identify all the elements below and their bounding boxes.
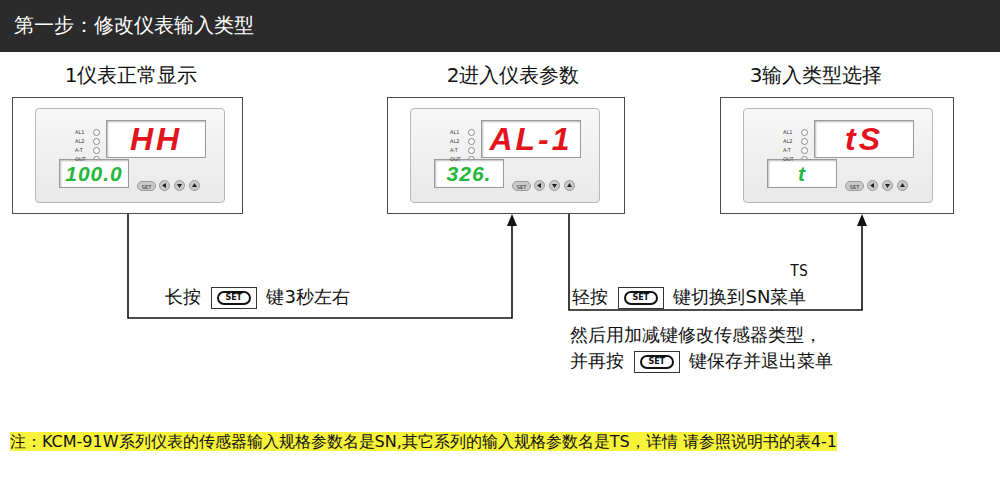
indicator-lamp	[93, 147, 100, 154]
indicator-lamp	[468, 129, 475, 136]
panel-heading: 2进入仪表参数	[447, 62, 580, 89]
indicator-label: A-T	[450, 147, 458, 153]
main-display: HH	[106, 120, 206, 158]
arrow-key	[564, 180, 575, 191]
sub-display: 100.0	[59, 159, 129, 188]
arrow-key	[549, 180, 560, 191]
display-reading: tS	[845, 121, 883, 158]
indicator-lamp	[801, 147, 808, 154]
indicator-label: AL1	[75, 129, 84, 135]
set-button: SET	[512, 181, 531, 191]
indicator-label: AL1	[450, 129, 459, 135]
arrow-key	[174, 180, 185, 191]
note-text: 注：KCM-91W系列仪表的传感器输入规格参数名是SN,其它系列的输入规格参数名…	[10, 430, 990, 454]
display-reading: AL-1	[489, 121, 572, 158]
arrow-key	[882, 180, 893, 191]
indicator-label: OUT	[75, 156, 86, 162]
set-button: SET	[845, 181, 864, 191]
sub-display: 326.	[434, 159, 504, 188]
arrow-key	[867, 180, 878, 191]
indicator-lamp	[801, 138, 808, 145]
indicator-label: A-T	[75, 147, 83, 153]
set-key-text: SET	[217, 291, 251, 305]
display-reading: 100.0	[65, 162, 123, 186]
indicator-label: AL1	[783, 129, 792, 135]
display-reading: t	[798, 162, 806, 186]
sub-display: t	[767, 159, 837, 188]
instruction-text: 然后用加减键修改传感器类型， 并再按 SET 键保存并退出菜单	[570, 322, 836, 374]
set-key-icon: SET	[211, 287, 257, 309]
flow-connector	[128, 214, 517, 318]
set-button: SET	[137, 181, 156, 191]
set-key-icon: SET	[634, 351, 680, 373]
panel-heading: 3输入类型选择	[750, 62, 883, 89]
set-key-text: SET	[640, 355, 674, 369]
arrow-key	[189, 180, 200, 191]
arrow-key	[534, 180, 545, 191]
instrument-panel: 3输入类型选择tStAL1AL2A-TOUTSET	[720, 97, 954, 214]
page-title: 第一步：修改仪表输入类型	[14, 12, 254, 39]
indicator-lamp	[468, 138, 475, 145]
edge-label: 长按 SET 键3秒左右	[165, 285, 350, 309]
indicator-lamp	[801, 129, 808, 136]
display-reading: 326.	[447, 162, 492, 186]
display-reading: HH	[130, 121, 182, 158]
indicator-label: AL2	[75, 138, 84, 144]
indicator-lamp	[468, 147, 475, 154]
indicator-label: AL2	[450, 138, 459, 144]
edge-label: 轻按 SET 键切换到SN菜单	[572, 285, 806, 309]
panel-heading: 1仪表正常显示	[65, 62, 198, 89]
indicator-label: OUT	[450, 156, 461, 162]
note-highlight: 注：KCM-91W系列仪表的传感器输入规格参数名是SN,其它系列的输入规格参数名…	[10, 432, 837, 451]
indicator-lamp	[93, 138, 100, 145]
main-display: tS	[814, 120, 914, 158]
menu-code: TS	[790, 262, 808, 280]
instrument-panel: 1仪表正常显示HH100.0AL1AL2A-TOUTSET	[12, 97, 243, 214]
instrument-panel: 2进入仪表参数AL-1326.AL1AL2A-TOUTSET	[387, 97, 625, 214]
set-key-text: SET	[624, 291, 658, 305]
indicator-lamp	[93, 129, 100, 136]
flow-connector	[569, 214, 867, 310]
arrow-key	[897, 180, 908, 191]
indicator-label: AL2	[783, 138, 792, 144]
indicator-label: OUT	[783, 156, 794, 162]
arrow-key	[159, 180, 170, 191]
main-display: AL-1	[481, 120, 581, 158]
indicator-label: A-T	[783, 147, 791, 153]
set-key-icon: SET	[618, 287, 664, 309]
